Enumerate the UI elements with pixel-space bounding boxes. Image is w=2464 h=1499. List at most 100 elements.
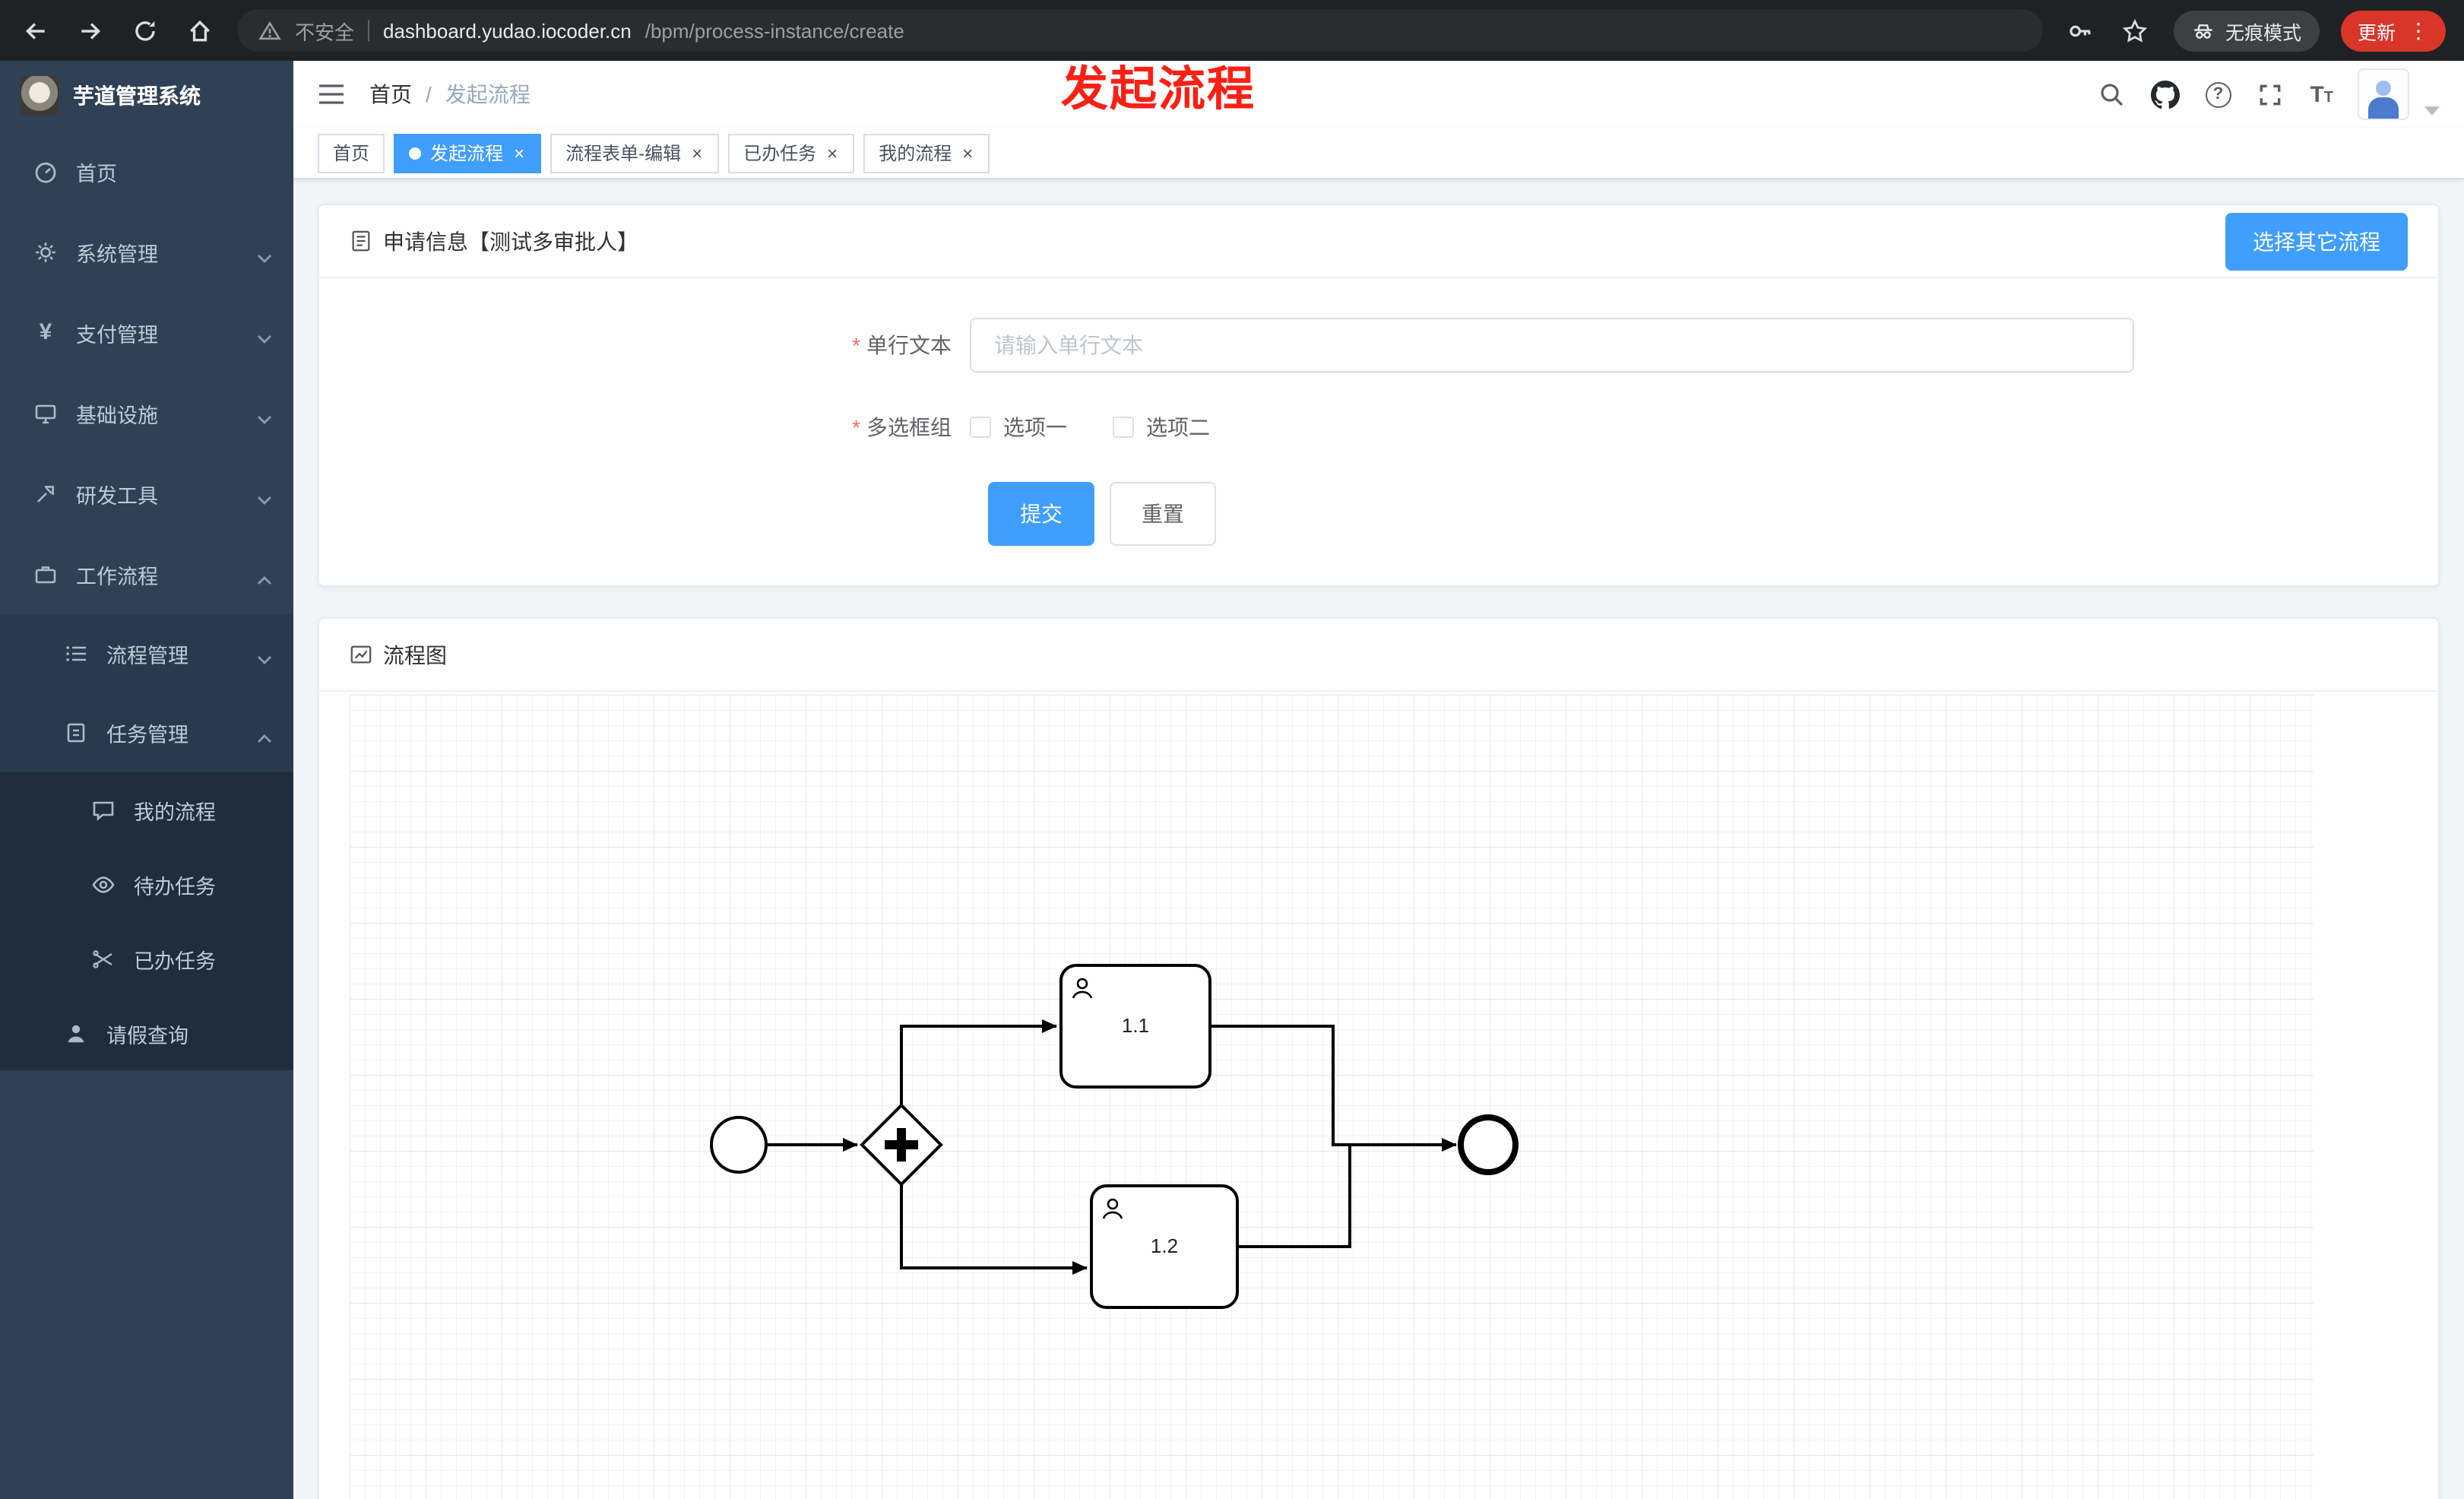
checkbox-label: 选项二 <box>1146 415 1210 439</box>
tab-label: 流程表单-编辑 <box>565 143 682 164</box>
user-task-1-2[interactable]: 1.2 <box>1090 1184 1239 1309</box>
chevron-down-icon <box>257 486 272 504</box>
breadcrumb-home[interactable]: 首页 <box>369 82 412 106</box>
tab-process-form-edit[interactable]: 流程表单-编辑 × <box>550 133 720 173</box>
process-form: *单行文本 *多选框组 选项一 <box>319 278 2438 585</box>
dashboard-icon <box>33 159 58 183</box>
card-title: 流程图 <box>383 642 447 667</box>
process-diagram-card: 流程图 <box>318 617 2440 1499</box>
browser-update-button[interactable]: 更新 ⋮ <box>2340 10 2446 51</box>
url-host[interactable]: dashboard.yudao.iocoder.cn <box>383 19 632 42</box>
url-path[interactable]: /bpm/process-instance/create <box>645 19 904 42</box>
breadcrumb-separator: / <box>426 82 432 106</box>
field-label: *多选框组 <box>852 415 952 439</box>
reload-icon[interactable] <box>128 14 161 47</box>
card-header: 申请信息【测试多审批人】 选择其它流程 <box>319 205 2438 278</box>
reset-button[interactable]: 重置 <box>1110 482 1216 546</box>
incognito-icon <box>2194 24 2212 38</box>
sidebar-item-payment[interactable]: ¥ 支付管理 <box>0 292 293 372</box>
parallel-gateway-node[interactable] <box>860 1103 943 1187</box>
single-line-text-input[interactable] <box>970 318 2134 372</box>
select-other-process-button[interactable]: 选择其它流程 <box>2225 212 2408 270</box>
close-icon[interactable]: × <box>962 142 974 163</box>
sidebar-item-process-management[interactable]: 流程管理 <box>0 614 293 693</box>
sidebar-item-done-tasks[interactable]: 已办任务 <box>0 921 293 996</box>
briefcase-icon <box>33 562 58 586</box>
address-bar[interactable]: 不安全 dashboard.yudao.iocoder.cn/bpm/proce… <box>237 9 2043 52</box>
sidebar-item-label: 研发工具 <box>76 484 158 507</box>
tab-home[interactable]: 首页 <box>318 133 385 173</box>
sidebar-item-label: 已办任务 <box>134 949 216 972</box>
checkbox-option-2[interactable]: 选项二 <box>1113 412 1210 442</box>
checkbox-group: 选项一 选项二 <box>970 412 1210 442</box>
monitor-icon <box>33 401 58 425</box>
submit-button[interactable]: 提交 <box>988 482 1094 546</box>
tab-label: 已办任务 <box>743 143 817 164</box>
scissors-check-icon <box>91 946 116 971</box>
tab-label: 我的流程 <box>879 143 952 164</box>
home-icon[interactable] <box>182 14 216 47</box>
checkbox-icon[interactable] <box>1113 417 1134 438</box>
app-logo[interactable]: 芋道管理系统 <box>0 61 293 131</box>
user-task-1-1[interactable]: 1.1 <box>1059 964 1211 1089</box>
header-actions: ? TT <box>2095 68 2440 120</box>
sidebar-item-leave-query[interactable]: 请假查询 <box>0 996 293 1070</box>
sidebar-item-label: 任务管理 <box>106 724 188 746</box>
bookmark-star-icon[interactable] <box>2119 14 2152 47</box>
card-title: 申请信息【测试多审批人】 <box>383 229 638 253</box>
checkbox-option-1[interactable]: 选项一 <box>970 412 1067 442</box>
checkbox-label: 选项一 <box>1003 415 1067 439</box>
task-label: 1.2 <box>1151 1234 1178 1257</box>
github-icon[interactable] <box>2150 79 2181 109</box>
page-content: 申请信息【测试多审批人】 选择其它流程 *单行文本 *多选框组 <box>293 179 2464 1499</box>
sidebar-item-infrastructure[interactable]: 基础设施 <box>0 372 293 453</box>
sidebar-toggle-icon[interactable] <box>318 79 348 109</box>
sidebar-item-home[interactable]: 首页 <box>0 131 293 211</box>
incognito-badge: 无痕模式 <box>2173 10 2320 51</box>
sidebar-item-devtools[interactable]: 研发工具 <box>0 453 293 534</box>
eye-icon <box>91 872 116 896</box>
document-icon <box>350 230 372 252</box>
user-task-icon <box>1102 1198 1123 1219</box>
flow-gateway-to-task-1-1 <box>900 1019 1057 1105</box>
tab-initiate-process[interactable]: 发起流程 × <box>394 133 542 173</box>
browser-menu-icon[interactable]: ⋮ <box>2408 18 2429 43</box>
yen-icon: ¥ <box>39 319 52 345</box>
required-mark: * <box>852 415 860 439</box>
back-icon[interactable] <box>18 14 52 47</box>
url-separator <box>368 20 370 41</box>
sidebar-item-label: 系统管理 <box>76 242 158 265</box>
help-icon[interactable]: ? <box>2205 81 2231 107</box>
tags-view-bar: 首页 发起流程 × 流程表单-编辑 × 已办任务 × 我的流程 × <box>293 128 2464 179</box>
logo-image <box>20 76 59 116</box>
close-icon[interactable]: × <box>692 142 703 163</box>
main-area: 首页 / 发起流程 ? TT <box>293 61 2464 1499</box>
start-event-node[interactable] <box>710 1116 768 1174</box>
font-size-icon[interactable]: TT <box>2310 81 2333 107</box>
chevron-down-icon <box>257 646 272 664</box>
sidebar-item-task-management[interactable]: 任务管理 <box>0 693 293 772</box>
close-icon[interactable]: × <box>827 142 838 163</box>
bpmn-canvas[interactable]: 1.1 1.2 <box>319 692 2438 1499</box>
forward-icon[interactable] <box>73 14 106 47</box>
sidebar-item-my-processes[interactable]: 我的流程 <box>0 772 293 847</box>
fullscreen-icon[interactable] <box>2255 79 2285 109</box>
search-icon[interactable] <box>2095 79 2126 109</box>
checkbox-icon[interactable] <box>970 417 991 438</box>
tab-my-processes[interactable]: 我的流程 × <box>863 133 990 173</box>
avatar[interactable] <box>2358 68 2409 120</box>
security-label[interactable]: 不安全 <box>295 21 355 43</box>
security-warning-icon[interactable] <box>258 19 281 42</box>
sidebar-item-pending-tasks[interactable]: 待办任务 <box>0 847 293 921</box>
sidebar-item-workflow[interactable]: 工作流程 <box>0 534 293 614</box>
password-key-icon[interactable] <box>2064 14 2098 47</box>
tab-done-tasks[interactable]: 已办任务 × <box>728 133 855 173</box>
end-event-node[interactable] <box>1458 1114 1519 1175</box>
close-icon[interactable]: × <box>514 142 525 163</box>
sidebar-item-label: 我的流程 <box>134 800 216 823</box>
flow-task-1-2-to-end <box>1237 1145 1351 1248</box>
card-header: 流程图 <box>319 619 2438 692</box>
sidebar-item-system[interactable]: 系统管理 <box>0 211 293 292</box>
avatar-dropdown-caret-icon[interactable] <box>2424 106 2440 116</box>
